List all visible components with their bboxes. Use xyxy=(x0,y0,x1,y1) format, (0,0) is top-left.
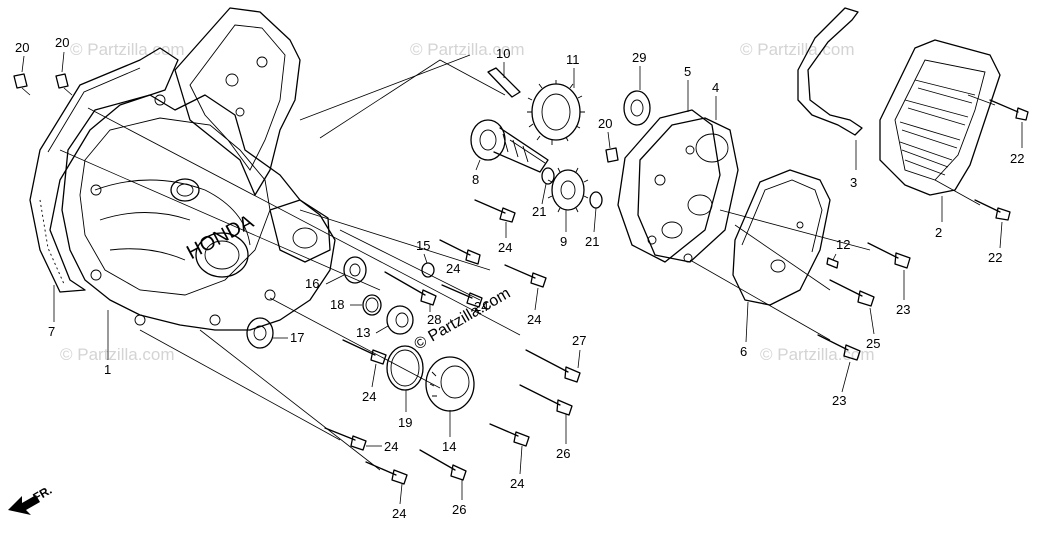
callout: 27 xyxy=(572,333,586,348)
oil-seal-16 xyxy=(343,256,367,284)
callout: 24 xyxy=(362,389,376,404)
watermark: © Partzilla.com xyxy=(70,40,185,59)
callout: 24 xyxy=(510,476,524,491)
callout: 24 xyxy=(384,439,398,454)
bracket-3 xyxy=(797,7,863,136)
callout: 9 xyxy=(560,234,567,249)
washer-15 xyxy=(421,262,435,278)
callout: 23 xyxy=(832,393,846,408)
callout: 17 xyxy=(290,330,304,345)
left-crankcase-cover-1: HONDA xyxy=(61,94,336,331)
callout: 7 xyxy=(48,324,55,339)
callout: 20 xyxy=(598,116,612,131)
watermark: © Partzilla.com xyxy=(60,345,175,364)
alignment-lines xyxy=(59,94,996,471)
callout: 23 xyxy=(896,302,910,317)
callout: 15 xyxy=(416,238,430,253)
callout: 13 xyxy=(356,325,370,340)
gasket-7 xyxy=(29,47,179,293)
callout: 14 xyxy=(442,439,456,454)
watermark: © Partzilla.com xyxy=(410,40,525,59)
watermark: © Partzilla.com xyxy=(740,40,855,59)
callout: 24 xyxy=(527,312,541,327)
callouts: 20 20 10 11 29 5 4 20 8 21 9 21 3 2 22 2… xyxy=(15,35,1024,521)
o-ring-19 xyxy=(386,345,424,391)
callout: 26 xyxy=(556,446,570,461)
callout: 20 xyxy=(15,40,29,55)
side-cover-6 xyxy=(732,169,831,306)
plug-13 xyxy=(386,305,414,335)
callout: 28 xyxy=(427,312,441,327)
callout: 25 xyxy=(866,336,880,351)
callout: 24 xyxy=(474,299,488,314)
callout: 20 xyxy=(55,35,69,50)
washer-21 xyxy=(541,167,603,209)
callout: 21 xyxy=(585,234,599,249)
callout: 24 xyxy=(446,261,460,276)
gear-11 xyxy=(527,80,585,145)
callout: 22 xyxy=(988,250,1002,265)
callout: 29 xyxy=(632,50,646,65)
watermark: © Partzilla.com xyxy=(760,345,875,364)
callout: 5 xyxy=(684,64,691,79)
dowel-pin-20 xyxy=(605,147,619,163)
callout: 4 xyxy=(712,80,719,95)
callout: 16 xyxy=(305,276,319,291)
callout: 11 xyxy=(566,52,580,67)
callout: 18 xyxy=(330,297,344,312)
dowel-pin-20 xyxy=(13,73,69,89)
callout: 1 xyxy=(104,362,111,377)
honda-logo: HONDA xyxy=(183,210,258,264)
bearing-29 xyxy=(623,90,651,126)
callout: 22 xyxy=(1010,151,1024,166)
housing-4 xyxy=(637,117,739,263)
callout: 2 xyxy=(935,225,942,240)
gear-9 xyxy=(547,167,589,213)
callout: 26 xyxy=(452,502,466,517)
bearing-17 xyxy=(246,317,274,349)
callout: 10 xyxy=(496,46,510,61)
callout: 6 xyxy=(740,344,747,359)
gasket-5 xyxy=(617,109,721,263)
callout: 3 xyxy=(850,175,857,190)
callout: 24 xyxy=(392,506,406,521)
sprocket-cover-2 xyxy=(879,39,1001,196)
callout: 21 xyxy=(532,204,546,219)
callout: 24 xyxy=(498,240,512,255)
pin-10 xyxy=(487,67,521,98)
o-ring-18 xyxy=(362,294,382,316)
bolt-group xyxy=(324,99,1029,485)
front-arrow: FR. xyxy=(8,483,54,515)
callout: 12 xyxy=(836,237,850,252)
shaft-8 xyxy=(470,119,549,173)
cover-inner-housing xyxy=(174,7,301,196)
callout: 8 xyxy=(472,172,479,187)
callout: 19 xyxy=(398,415,412,430)
